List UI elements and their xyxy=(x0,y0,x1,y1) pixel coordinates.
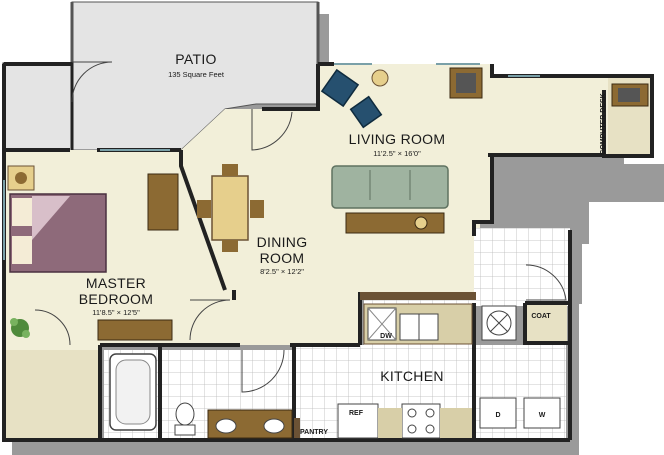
patio-name: PATIO xyxy=(175,51,216,67)
lamp-icon xyxy=(414,216,428,230)
pantry-wall xyxy=(294,418,300,438)
coat-closet-floor xyxy=(525,303,567,343)
refrigerator-box xyxy=(337,403,379,439)
master-bedroom-size: 11'8.5" × 12'5" xyxy=(92,308,140,317)
living-room-name: LIVING ROOM xyxy=(349,131,446,147)
washer-box xyxy=(523,397,561,429)
sink-icon xyxy=(263,418,285,434)
stove-icon xyxy=(401,403,441,439)
armchair-icon xyxy=(320,68,360,108)
kitchen-lower-counter xyxy=(378,408,402,438)
coat-label: COAT xyxy=(531,313,551,320)
kitchen-counter-wall xyxy=(360,292,476,300)
dishwasher-label: DW xyxy=(380,333,392,340)
closet-floor xyxy=(6,350,98,438)
dining-door-swing xyxy=(189,299,231,341)
bath-door-swing xyxy=(241,349,285,393)
armchair-icon xyxy=(349,95,383,129)
living-door-swing xyxy=(251,109,293,151)
toilet-icon xyxy=(174,402,196,436)
main-floor xyxy=(4,64,492,440)
patio-door-swing xyxy=(71,61,113,103)
bed-icon xyxy=(9,193,107,273)
coffee-table-icon xyxy=(345,212,445,234)
entry-tile xyxy=(474,228,570,306)
master-bedroom-name: MASTER xyxy=(86,275,146,291)
plant-icon xyxy=(10,318,30,338)
patio-size: 135 Square Feet xyxy=(168,70,225,79)
outer-storage xyxy=(2,62,74,154)
bench-icon xyxy=(97,319,173,341)
entry-door-swing xyxy=(525,264,567,301)
kitchen-name: KITCHEN xyxy=(380,368,444,384)
kitchen-sink-icon xyxy=(399,313,439,341)
pantry-label: PANTRY xyxy=(300,429,328,436)
dresser-icon xyxy=(147,173,179,231)
dining-room-name: DINING xyxy=(257,234,308,250)
closet-door-swing xyxy=(34,309,71,346)
dryer-label: D xyxy=(495,412,500,419)
sofa-icon xyxy=(331,165,449,209)
kitchen-lower-counter xyxy=(440,408,472,438)
windows xyxy=(3,63,540,260)
dining-room-size: 8'2.5" × 12'2" xyxy=(260,267,304,276)
side-table-icon xyxy=(371,69,389,87)
computer-desk-label: COMPUTER DESK xyxy=(600,93,607,154)
dining-room-name: ROOM xyxy=(260,250,305,266)
dining-table-icon xyxy=(197,164,264,252)
sink-icon xyxy=(215,418,237,434)
washer-label: W xyxy=(539,412,546,419)
master-bedroom-name: BEDROOM xyxy=(79,291,153,307)
living-room-size: 11'2.5" × 16'0" xyxy=(373,149,421,158)
dryer-box xyxy=(479,397,517,429)
refrigerator-label: REF xyxy=(349,410,364,417)
